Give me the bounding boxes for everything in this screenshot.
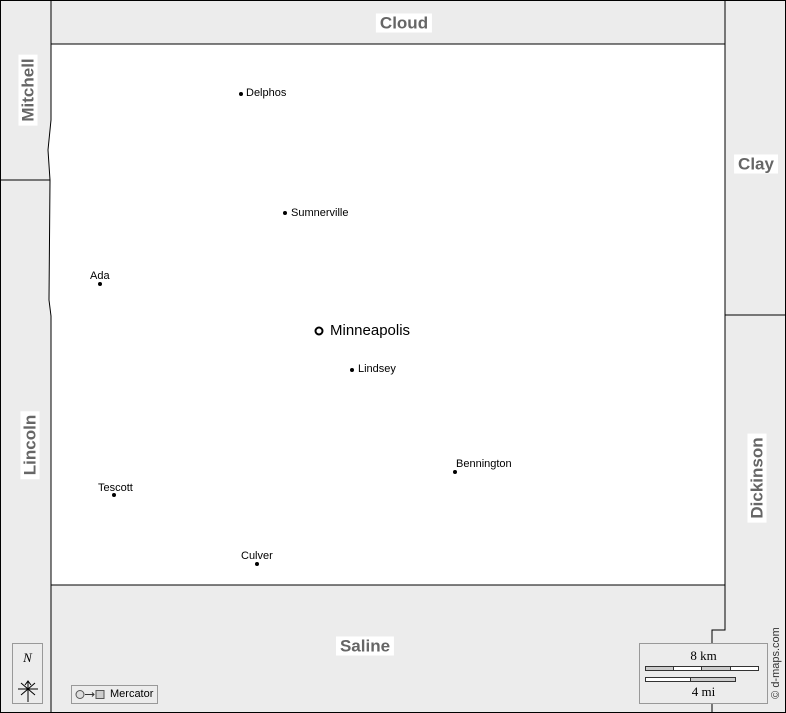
scale-km-label: 8 km <box>690 648 717 663</box>
town-dot <box>239 92 243 96</box>
county-label-saline: Saline <box>335 636 395 656</box>
projection-icon <box>75 690 105 699</box>
town-label: Sumnerville <box>291 207 349 219</box>
projection-box: Mercator <box>71 685 158 704</box>
compass-box: N <box>12 643 43 704</box>
county-seat-label: Minneapolis <box>330 322 411 339</box>
county-seat-marker <box>314 326 324 336</box>
scale-mi-label: 4 mi <box>691 684 716 699</box>
town-label: Ada <box>90 270 110 282</box>
county-label-mitchell: Mitchell <box>18 54 38 126</box>
county-area <box>47 43 726 586</box>
scale-bar-box: 8 km 4 mi <box>639 643 768 704</box>
scale-bars <box>645 666 759 682</box>
town-dot <box>453 470 457 474</box>
town-label: Lindsey <box>358 363 396 375</box>
projection-label: Mercator <box>110 688 154 700</box>
town-dot <box>255 562 259 566</box>
county-label-cloud: Cloud <box>375 13 433 33</box>
town-label: Tescott <box>98 482 133 494</box>
town-dot <box>98 282 102 286</box>
town-dot <box>112 493 116 497</box>
town-label: Bennington <box>456 458 512 470</box>
town-dot <box>283 211 287 215</box>
compass-north-label: N <box>23 650 32 665</box>
county-label-dickinson: Dickinson <box>747 433 767 523</box>
town-label: Culver <box>241 550 273 562</box>
town-dot <box>350 368 354 372</box>
credit-label: © d-maps.com <box>770 627 782 699</box>
county-label-clay: Clay <box>734 154 778 174</box>
compass-arrow-icon <box>18 680 38 702</box>
town-label: Delphos <box>246 87 287 99</box>
county-label-lincoln: Lincoln <box>20 410 40 480</box>
